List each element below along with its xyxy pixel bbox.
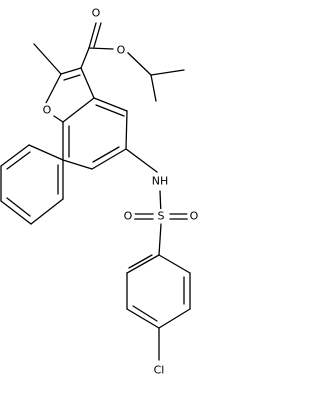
bond-aryl-c4-c5 xyxy=(158,308,191,329)
bond-furan-c2-methyl xyxy=(33,43,62,75)
bond-ester-o-isopropyl xyxy=(125,50,152,76)
bond-lines xyxy=(0,22,191,361)
bond-left-c9-c8-double xyxy=(6,151,31,170)
atom-label-furan-oxygen: O xyxy=(43,104,52,117)
bond-aryl-c3-c4-double xyxy=(132,305,158,322)
bond-central-c5a-c9a xyxy=(62,159,93,170)
bond-left-c9a-c9 xyxy=(28,144,64,161)
bond-central-c3a-c4-double xyxy=(95,104,125,117)
bond-aryl-c1-c2-double xyxy=(128,254,153,269)
bond-ester-c-o xyxy=(88,47,114,50)
atom-label-ester-carbonyl-oxygen: O xyxy=(92,7,101,20)
bond-furan-c2-o xyxy=(45,73,62,104)
atom-label-sulfonyl-oxygen-right: O xyxy=(190,210,199,223)
bond-furan-c2-c3-double xyxy=(63,74,81,81)
bond-aryl-c1-c2 xyxy=(126,254,160,274)
molecule-diagram: O O O NH S O O Cl xyxy=(0,6,201,377)
bond-furan-o-c7a xyxy=(53,115,64,123)
bond-ester-carbonyl-double-1 xyxy=(88,22,97,49)
bond-left-c6-c5a xyxy=(30,198,64,225)
bond-central-c5-c5a-double xyxy=(92,146,120,163)
bond-ester-carbonyl-double-2 xyxy=(93,22,102,48)
bond-ester-carbonyl-c3 xyxy=(80,47,90,69)
bond-s-aryl xyxy=(158,223,162,256)
bond-left-c7-c6-double xyxy=(6,197,31,217)
bond-left-c9-c8 xyxy=(0,144,30,167)
chemical-structure-canvas: O O O NH S O O Cl xyxy=(0,6,201,377)
bond-furan-c3a-c7a xyxy=(62,97,95,123)
bond-furan-c2-c3 xyxy=(60,67,82,75)
bond-c5-n xyxy=(125,148,158,173)
atom-labels: O O O NH S O O Cl xyxy=(40,6,201,377)
bond-aryl-c6-c1 xyxy=(158,254,191,274)
bond-furan-c3-c3a xyxy=(80,67,95,99)
bond-isopropyl-methyl-down xyxy=(150,74,157,102)
atom-label-ester-oxygen: O xyxy=(117,44,126,57)
bond-central-c4-c5 xyxy=(125,110,128,150)
bond-central-c5-c5a xyxy=(91,148,127,170)
atom-label-chlorine: Cl xyxy=(154,364,165,377)
bond-central-c3a-c4 xyxy=(93,97,128,112)
bond-left-c7-c6 xyxy=(0,200,32,225)
bond-isopropyl-methyl-right xyxy=(150,69,185,76)
bond-aryl-c3-c4 xyxy=(126,308,160,329)
atom-label-sulfur: S xyxy=(158,210,165,223)
atom-label-sulfonyl-oxygen-left: O xyxy=(124,210,133,223)
atom-label-sulfonamide-nitrogen: NH xyxy=(152,175,169,188)
